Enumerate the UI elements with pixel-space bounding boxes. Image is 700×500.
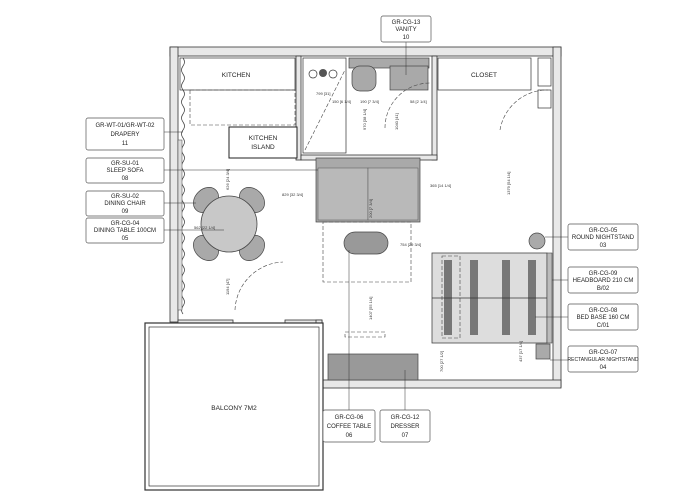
svg-text:1407 [55 1/4]: 1407 [55 1/4] (368, 297, 373, 320)
tag-rectangular-nightstand: GR-CG-07 RECTANGULAR NIGHTSTAND 04 (568, 345, 639, 373)
bathroom (302, 57, 431, 154)
svg-text:VANITY: VANITY (395, 27, 416, 33)
round-nightstand (528, 232, 546, 250)
svg-text:1379 [54 1/4]: 1379 [54 1/4] (506, 172, 511, 195)
tag-round-nightstand: GR-CG-05 ROUND NIGHTSTAND 03 (567, 223, 639, 251)
svg-text:DINING CHAIR: DINING CHAIR (104, 201, 146, 207)
bed (431, 252, 553, 344)
closet-small (537, 57, 552, 87)
svg-text:1040 [41]: 1040 [41] (394, 113, 399, 130)
svg-text:437 [17 1/4]: 437 [17 1/4] (518, 341, 523, 362)
closet-label: CLOSET (471, 72, 497, 79)
balcony-label: BALCONY 7M2 (211, 405, 257, 412)
svg-text:GR-CG-12: GR-CG-12 (391, 415, 420, 421)
svg-text:562 [22 1/4]: 562 [22 1/4] (194, 225, 215, 230)
window-frame (177, 139, 183, 311)
svg-text:150 [6 1/4]: 150 [6 1/4] (332, 99, 351, 104)
dresser (327, 353, 419, 381)
kitchen-island (228, 126, 298, 159)
leader-lines (164, 42, 568, 410)
kitchen-clearance (189, 89, 296, 126)
svg-text:1194 [47]: 1194 [47] (225, 279, 230, 295)
svg-text:04: 04 (600, 365, 607, 371)
balcony-door-swing (234, 261, 284, 311)
svg-text:200 [7 3/4]: 200 [7 3/4] (368, 199, 373, 218)
svg-text:COFFEE TABLE: COFFEE TABLE (327, 424, 371, 430)
svg-text:970 [38 1/4]: 970 [38 1/4] (362, 109, 367, 130)
closet-x (537, 89, 552, 109)
balcony (144, 322, 324, 491)
tag-dining-table: GR-CG-04 DINING TABLE 100CM 05 (85, 217, 165, 244)
tag-coffee-table: GR-CG-06 COFFEE TABLE 06 (322, 409, 376, 443)
vanity (389, 65, 429, 91)
svg-text:09: 09 (122, 209, 129, 215)
door-swing (499, 89, 549, 131)
svg-text:754 [29 3/4]: 754 [29 3/4] (400, 242, 421, 247)
svg-text:GR-CG-13: GR-CG-13 (392, 20, 421, 26)
svg-text:RECTANGULAR NIGHTSTAND: RECTANGULAR NIGHTSTAND (568, 357, 639, 363)
svg-text:GR-CG-07: GR-CG-07 (589, 350, 618, 356)
svg-text:GR-CG-08: GR-CG-08 (589, 308, 618, 314)
svg-text:06: 06 (346, 433, 353, 439)
kitchen-counter (179, 57, 296, 91)
tag-drapery: GR-WT-01/GR-WT-02 DRAPERY 11 (85, 117, 165, 151)
kitchen-label: KITCHEN (222, 72, 251, 79)
svg-text:799 [31]: 799 [31] (316, 91, 330, 96)
svg-text:HEADBOARD 210 CM: HEADBOARD 210 CM (573, 278, 634, 284)
kitchen-island-label: KITCHEN (249, 135, 278, 142)
tag-dining-chair: GR-SU-02 DINING CHAIR 09 (85, 190, 165, 217)
kitchen-island-label-2: ISLAND (251, 144, 275, 151)
sleep-sofa (315, 157, 421, 283)
svg-text:700 [27 1/2]: 700 [27 1/2] (439, 351, 444, 372)
rectangular-nightstand (535, 343, 551, 360)
svg-text:BED BASE 160 CM: BED BASE 160 CM (577, 315, 630, 321)
svg-text:GR-CG-05: GR-CG-05 (589, 228, 618, 234)
toilet (351, 65, 377, 92)
svg-text:GR-CG-09: GR-CG-09 (589, 271, 618, 277)
svg-text:190 [7 3/4]: 190 [7 3/4] (360, 99, 379, 104)
closet (437, 57, 532, 91)
svg-text:GR-CG-06: GR-CG-06 (335, 415, 364, 421)
tag-sleep-sofa: GR-SU-01 SLEEP SOFA 08 (85, 157, 165, 184)
svg-text:B/02: B/02 (597, 286, 610, 292)
svg-text:05: 05 (122, 236, 129, 242)
drapery-curtain (181, 57, 185, 315)
svg-text:07: 07 (402, 433, 409, 439)
tv (344, 331, 386, 338)
svg-text:GR-SU-02: GR-SU-02 (111, 194, 140, 200)
svg-text:DRESSER: DRESSER (390, 424, 420, 430)
tag-vanity: GR-CG-13 VANITY 10 (380, 15, 432, 43)
svg-text:GR-WT-01/GR-WT-02: GR-WT-01/GR-WT-02 (95, 123, 155, 129)
svg-text:ROUND NIGHTSTAND: ROUND NIGHTSTAND (572, 235, 635, 241)
svg-text:10: 10 (403, 35, 410, 41)
svg-text:DINING TABLE 100CM: DINING TABLE 100CM (94, 228, 156, 234)
svg-text:11: 11 (122, 141, 129, 147)
svg-text:GR-SU-01: GR-SU-01 (111, 161, 140, 167)
svg-text:03: 03 (600, 243, 607, 249)
svg-text:365 [14 1/4]: 365 [14 1/4] (430, 183, 451, 188)
tag-bed-base: GR-CG-08 BED BASE 160 CM C/01 (567, 303, 639, 331)
svg-text:C/01: C/01 (597, 323, 610, 329)
tag-dresser: GR-CG-12 DRESSER 07 (379, 409, 431, 443)
svg-text:08: 08 (122, 176, 129, 182)
svg-text:829 [32 3/4]: 829 [32 3/4] (282, 192, 303, 197)
svg-text:SLEEP SOFA: SLEEP SOFA (107, 168, 144, 174)
dimension-labels: 799 [31] 150 [6 1/4] 190 [7 3/4] 58 [2 1… (194, 91, 523, 372)
svg-text:626 [24 3/4]: 626 [24 3/4] (225, 169, 230, 190)
svg-text:GR-CG-04: GR-CG-04 (111, 221, 140, 227)
tag-headboard: GR-CG-09 HEADBOARD 210 CM B/02 (567, 266, 639, 294)
coffee-table (343, 231, 389, 255)
svg-text:58 [2 1/4]: 58 [2 1/4] (410, 99, 427, 104)
dining-set (193, 187, 265, 261)
svg-text:DRAPERY: DRAPERY (111, 132, 140, 138)
